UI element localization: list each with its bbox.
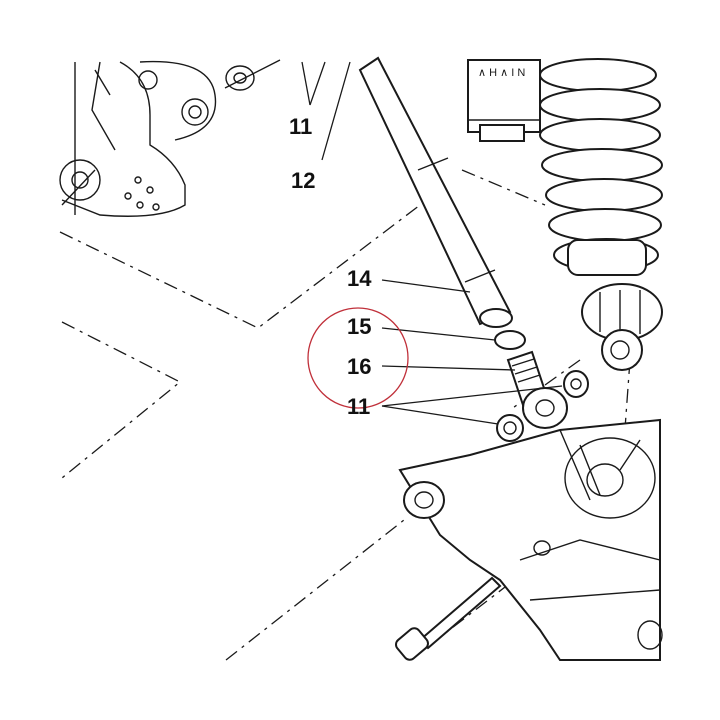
callout-11-top: 11: [289, 114, 312, 139]
highlight-circle: [307, 307, 409, 409]
bolt: [395, 576, 502, 661]
shock-absorber: ∧ H ∧ I N: [467, 58, 663, 371]
frame-bracket: [59, 59, 281, 217]
callout-15: 15: [347, 314, 371, 339]
callout-16: 16: [347, 354, 371, 379]
bushings-part-11: [496, 370, 589, 442]
svg-text:∧ H ∧ I N: ∧ H ∧ I N: [478, 67, 525, 79]
rod-end-part-16: [506, 350, 568, 429]
rod-part-14: [358, 56, 513, 328]
callout-12: 12: [291, 168, 315, 193]
swing-arm: [398, 418, 663, 661]
callout-14: 14: [347, 266, 372, 291]
collar-part-15: [494, 330, 526, 350]
leader-lines: [301, 61, 563, 425]
callout-11-mid: 11: [347, 394, 370, 419]
